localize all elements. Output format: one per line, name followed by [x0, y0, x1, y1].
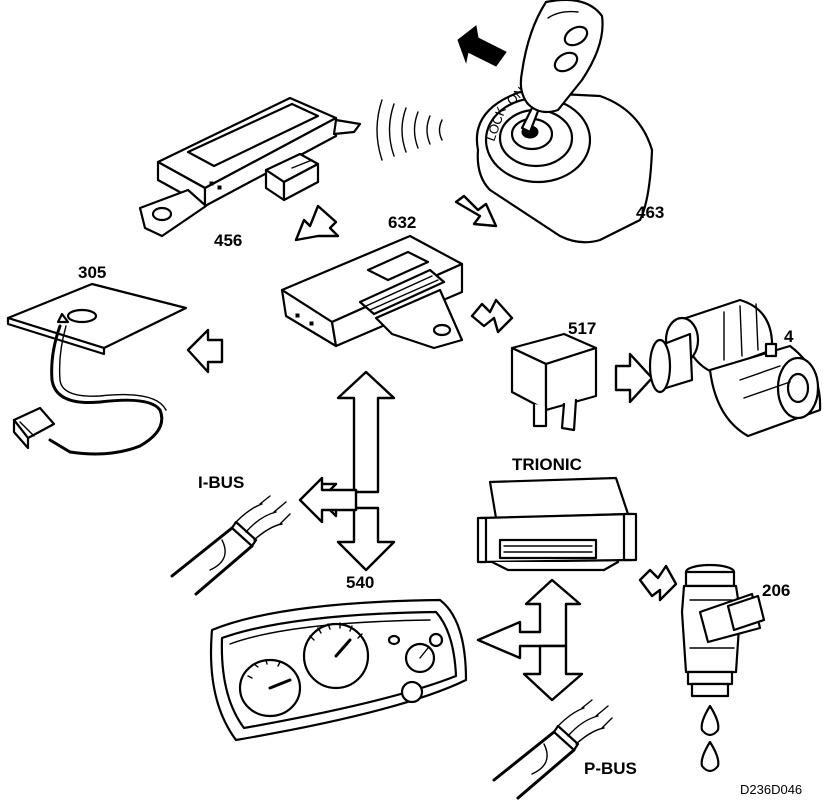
fuel-drop-icon — [700, 740, 720, 773]
label-trionic: TRIONIC — [512, 455, 582, 474]
label-517: 517 — [568, 319, 596, 338]
remote-receiver-module — [138, 96, 362, 238]
label-4: 4 — [784, 327, 794, 346]
solid-arrow-icon — [457, 25, 507, 67]
double-arrow-icon — [318, 370, 396, 572]
hollow-arrow-icon — [294, 204, 340, 242]
hollow-arrow-icon — [454, 194, 498, 228]
hollow-arrow-icon — [638, 564, 678, 602]
label-540: 540 — [346, 573, 374, 592]
double-arrow-icon — [476, 578, 582, 660]
hollow-arrow-icon — [470, 298, 514, 334]
fuel-injector-206 — [680, 563, 766, 698]
starter-motor-4 — [648, 298, 822, 438]
ignition-switch: LOCK ON — [475, 0, 654, 244]
label-463: 463 — [636, 203, 664, 222]
antenna-305 — [6, 282, 188, 456]
hollow-arrow-icon — [614, 352, 654, 404]
instrument-cluster-540 — [209, 598, 468, 742]
label-456: 456 — [214, 231, 242, 250]
label-p-bus: P-BUS — [584, 759, 637, 778]
i-bus-cable — [170, 495, 291, 596]
control-unit-632 — [280, 234, 464, 350]
label-i-bus: I-BUS — [198, 473, 244, 492]
radio-waves-icon — [376, 99, 443, 161]
label-305: 305 — [78, 263, 106, 282]
label-206: 206 — [762, 581, 790, 600]
fuel-drop-icon — [700, 704, 720, 737]
p-bus-cable — [492, 699, 613, 800]
hollow-arrow-icon — [298, 476, 358, 524]
trionic-ecu — [476, 476, 638, 572]
label-632: 632 — [388, 213, 416, 232]
double-arrow-icon — [522, 644, 584, 702]
hollow-arrow-icon — [186, 328, 224, 374]
relay-517 — [510, 332, 598, 432]
figure-code: D236D046 — [740, 782, 802, 797]
